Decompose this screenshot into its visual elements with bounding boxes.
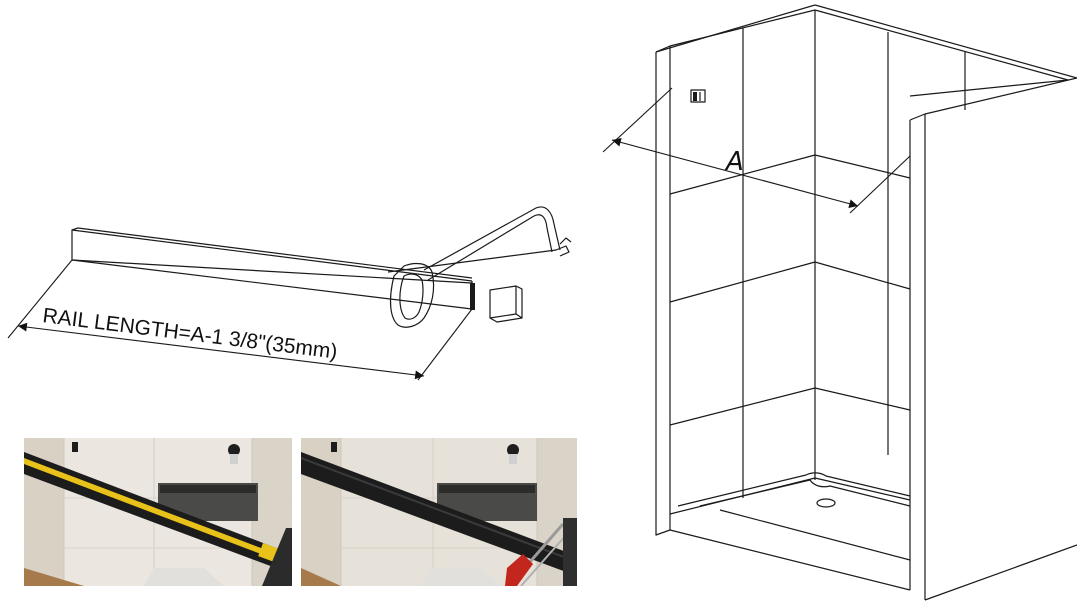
rail-cutting-drawing	[71, 206, 572, 328]
rail-end-piece	[489, 285, 523, 323]
photo-measuring-rail	[24, 438, 292, 586]
photo-cutting-rail	[301, 438, 577, 586]
rail-length-dimension	[7, 259, 473, 381]
wall-bracket	[690, 89, 706, 103]
back-wall	[814, 4, 1077, 480]
hacksaw	[387, 206, 572, 328]
left-wall	[655, 4, 816, 536]
rail	[71, 227, 475, 310]
dimension-A-label: A	[724, 147, 744, 177]
shower-enclosure-drawing	[655, 4, 1077, 601]
shower-tray	[669, 472, 911, 591]
dimension-A	[602, 87, 911, 214]
right-return-wall	[909, 77, 1077, 601]
